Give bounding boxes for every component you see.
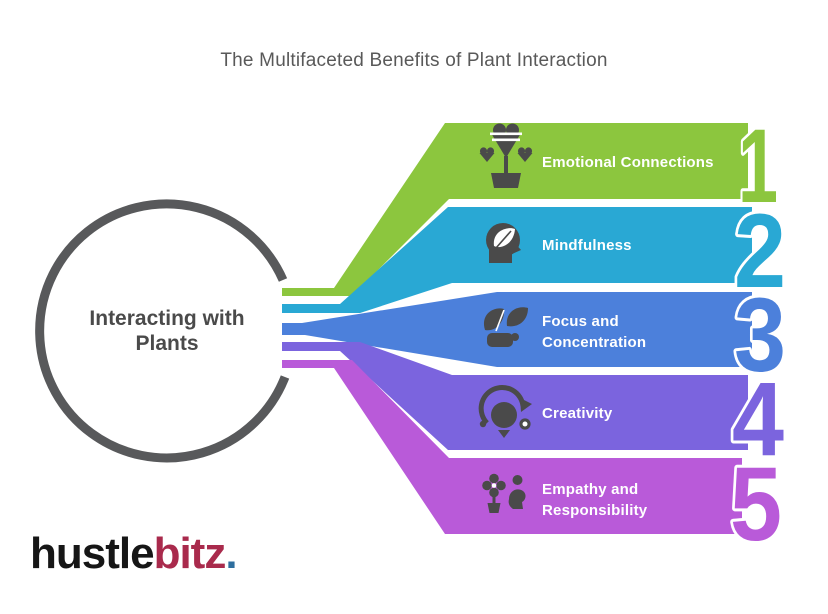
lightbulb-cycle-icon [478,384,532,438]
band-4-number: 4 [732,361,784,478]
band-3-number: 3 [734,277,786,394]
brand-logo-dot: . [225,529,236,578]
band-5-number: 5 [730,446,782,563]
potted-heart-plant-icon [479,123,533,188]
band-5-shape [282,360,742,534]
band-3-label-line1: Focus and [542,313,619,330]
band-2-number: 2 [734,193,786,310]
brand-logo: hustlebitz. [30,529,237,578]
band-1-number: 1 [738,108,778,225]
band-2-label: Mindfulness [542,237,632,254]
band-1-shape [282,123,748,296]
band-4-shape [282,342,748,450]
brand-logo-part1: hustle [30,529,154,578]
plant-in-hand-icon [483,307,528,347]
center-label-line2: Plants [135,332,198,355]
band-3-label-line2: Concentration [542,334,646,351]
band-3-shape [282,292,752,367]
center-circle-ring [35,199,290,463]
band-4-label: Creativity [542,405,613,422]
center-label-line1: Interacting with [89,307,244,330]
infographic-title: The Multifaceted Benefits of Plant Inter… [220,50,607,71]
band-1-label: Emotional Connections [542,154,714,171]
flower-person-icon [482,473,526,513]
brand-logo-part2: bitz [154,529,226,578]
band-2-shape [282,207,752,313]
head-with-leaf-icon [486,223,521,263]
band-5-label-line1: Empathy and [542,481,638,498]
band-5-label-line2: Responsibility [542,502,648,519]
